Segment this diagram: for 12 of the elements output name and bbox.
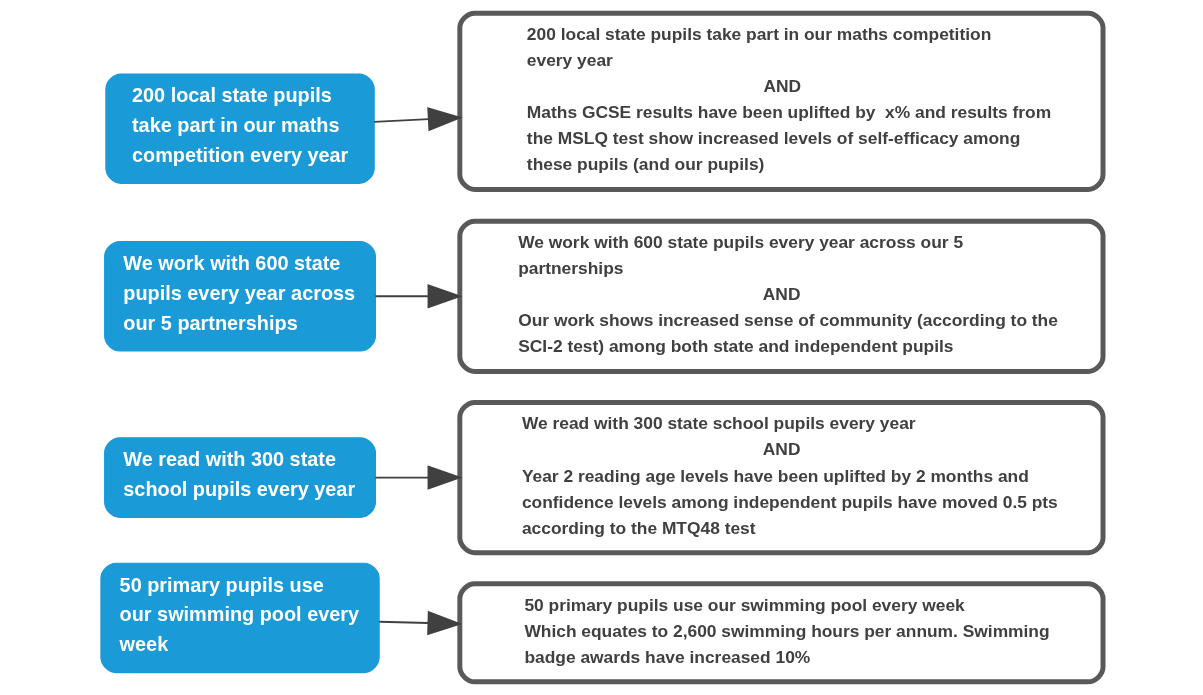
arrow [374, 284, 462, 309]
arrow [372, 107, 463, 132]
node-box: We work with 600 state pupils every year across our 5 partnerships [103, 241, 376, 352]
node-box: We read with 300 state school pupils every year [103, 437, 376, 518]
node-box: 50 primary pupils use our swimming pool every week Which equates to 2,600 swimming hours per annum. Swimming badge awards have increased 10% [456, 581, 1105, 685]
arrow [374, 465, 462, 490]
node-box: We work with 600 state pupils every year across our 5 partnerships AND Our work shows increased sense of community (according to the SCI-2 test) among both state and independent pupils [456, 218, 1105, 374]
arrow [377, 610, 462, 636]
node-box: 200 local state pupils take part in our maths competition every year AND Maths GCSE results have been uplifted by x% and results from the MSLQ test show increased levels of self-efficacy among these pupils (and our pupils) [456, 10, 1105, 192]
node-box: We read with 300 state school pupils every year AND Year 2 reading age levels have been uplifted by 2 months and confidence levels among independent pupils have moved 0.5 pts according to the MTQ48 test [456, 399, 1105, 556]
node-box: 200 local state pupils take part in our maths competition every year [104, 73, 375, 184]
node-box: 50 primary pupils use our swimming pool every week [99, 562, 380, 674]
